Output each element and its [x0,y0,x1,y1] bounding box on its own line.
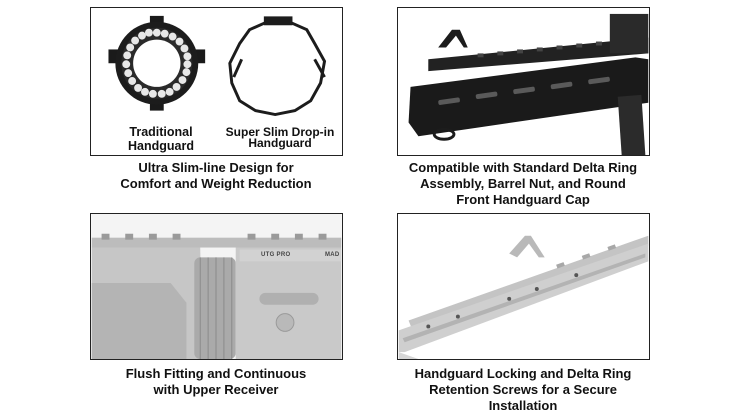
rifle-handguard-dark-illustration [398,8,649,155]
panel-handguard-comparison: Traditional Handguard Super Slim Drop-in… [90,7,343,156]
rifle-handguard-light-illustration [398,214,649,359]
super-slim-handguard-label: Super Slim Drop-in Handguard [225,125,335,150]
panel-rifle-dark [397,7,650,156]
handguard-cross-section-illustration [108,15,327,117]
super-slim-handguard-icon [228,16,327,117]
traditional-handguard-icon [108,15,206,111]
brand-marking: UTG PRO [261,252,291,258]
traditional-handguard-label: Traditional Handguard [128,125,194,153]
upper-receiver-closeup-illustration [91,214,342,359]
caption-slim-line-design: Ultra Slim-line Design for Comfort and W… [120,160,312,191]
caption-locking-screws: Handguard Locking and Delta Ring Retenti… [414,366,632,413]
caption-flush-fitting: Flush Fitting and Continuous with Upper … [125,366,307,397]
caption-delta-ring-compatible: Compatible with Standard Delta Ring Asse… [408,160,638,207]
panel-flush-fit: UTG PRO MAD [90,213,343,360]
panel-rifle-light [397,213,650,360]
brand-marking-suffix: MAD [325,252,340,258]
